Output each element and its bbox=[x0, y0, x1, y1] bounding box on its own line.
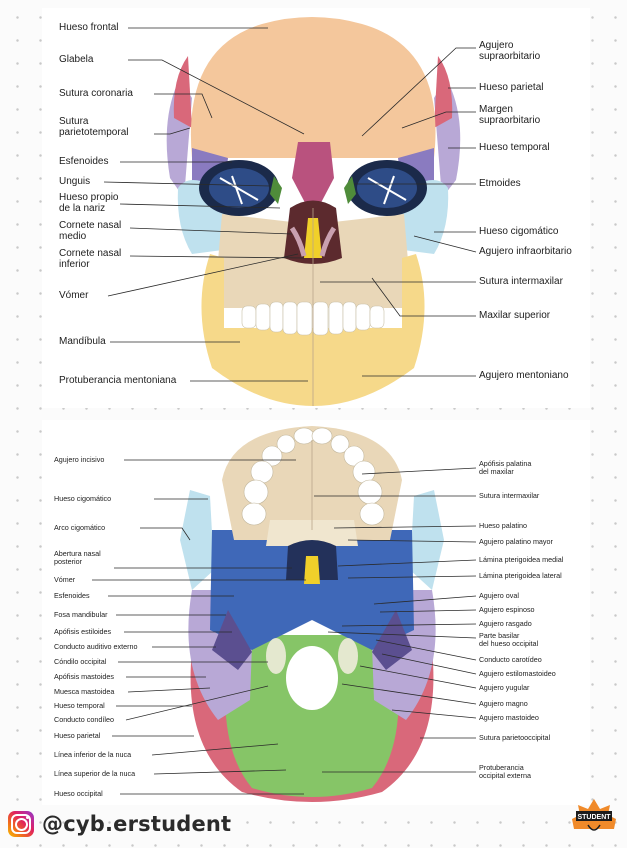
label-temporal-bone: Hueso temporal bbox=[479, 142, 550, 153]
label-intermaxillary-suture-inf: Sutura intermaxilar bbox=[479, 492, 539, 500]
label-mental-foramen: Agujero mentoniano bbox=[479, 370, 569, 381]
label-incisive-foramen: Agujero incisivo bbox=[54, 456, 104, 464]
label-mastoid-notch: Muesca mastoidea bbox=[54, 688, 114, 696]
label-occipital-bone: Hueso occipital bbox=[54, 790, 103, 798]
label-vomer: Vómer bbox=[59, 290, 88, 301]
label-jugular-foramen: Agujero yugular bbox=[479, 684, 529, 692]
label-zygomatic-bone: Hueso cigomático bbox=[479, 226, 558, 237]
label-occipital-condyle: Cóndilo occipital bbox=[54, 658, 106, 666]
label-external-acoustic-meatus: Conducto auditivo externo bbox=[54, 643, 138, 651]
label-frontal-bone: Hueso frontal bbox=[59, 22, 118, 33]
label-medial-pterygoid-plate: Lámina pterigoidea medial bbox=[479, 556, 563, 564]
label-mastoid-process: Apófisis mastoides bbox=[54, 673, 114, 681]
label-supraorbital-foramen: Agujero supraorbitario bbox=[479, 40, 540, 62]
label-lacrimal: Unguis bbox=[59, 176, 90, 187]
footer-credit: @cyb.erstudent bbox=[8, 806, 231, 842]
label-zygomatic-bone-inf: Hueso cigomático bbox=[54, 495, 111, 503]
inferior-skull-panel: Agujero incisivo Hueso cigomático Arco c… bbox=[42, 420, 590, 805]
label-glabella: Glabela bbox=[59, 54, 93, 65]
label-mastoid-foramen: Agujero mastoideo bbox=[479, 714, 539, 722]
label-mandibular-fossa: Fosa mandibular bbox=[54, 611, 108, 619]
label-parietal-bone-inf: Hueso parietal bbox=[54, 732, 100, 740]
label-superior-nuchal-line: Línea superior de la nuca bbox=[54, 770, 135, 778]
label-external-occipital-protuberance: Protuberancia occipital externa bbox=[479, 764, 531, 780]
label-palatine-bone: Hueso palatino bbox=[479, 522, 527, 530]
anterior-skull-illustration bbox=[42, 8, 590, 408]
label-ethmoid: Etmoides bbox=[479, 178, 521, 189]
label-intermaxillary-suture: Sutura intermaxilar bbox=[479, 276, 563, 287]
instagram-handle[interactable]: @cyb.erstudent bbox=[42, 812, 231, 836]
label-nasal-bone: Hueso propio de la nariz bbox=[59, 192, 118, 214]
label-maxilla: Maxilar superior bbox=[479, 310, 550, 321]
label-styloid-process: Apófisis estiloides bbox=[54, 628, 111, 636]
label-greater-palatine-foramen: Agujero palatino mayor bbox=[479, 538, 553, 546]
label-sphenoid: Esfenoides bbox=[59, 156, 108, 167]
label-carotid-canal: Conducto carotídeo bbox=[479, 656, 542, 664]
label-condylar-canal: Conducto condíleo bbox=[54, 716, 114, 724]
label-middle-nasal-concha: Cornete nasal medio bbox=[59, 220, 121, 242]
label-basilar-part-occipital: Parte basilar del hueso occipital bbox=[479, 632, 538, 648]
brand-badge-icon: STUDENT bbox=[568, 789, 620, 843]
label-stylomastoid-foramen: Agujero estilomastoideo bbox=[479, 670, 556, 678]
badge-text: STUDENT bbox=[577, 814, 611, 821]
instagram-icon[interactable] bbox=[8, 811, 34, 837]
label-coronal-suture: Sutura coronaria bbox=[59, 88, 133, 99]
label-mandible: Mandíbula bbox=[59, 336, 106, 347]
label-supraorbital-margin: Margen supraorbitario bbox=[479, 104, 540, 126]
label-lateral-pterygoid-plate: Lámina pterigoidea lateral bbox=[479, 572, 562, 580]
label-foramen-spinosum: Agujero espinoso bbox=[479, 606, 535, 614]
label-mental-protuberance: Protuberancia mentoniana bbox=[59, 375, 176, 386]
anterior-skull-panel: Hueso frontal Glabela Sutura coronaria S… bbox=[42, 8, 590, 408]
label-parietooccipital-suture: Sutura parietooccipital bbox=[479, 734, 550, 742]
label-zygomatic-arch: Arco cigomático bbox=[54, 524, 105, 532]
label-infraorbital-foramen: Agujero infraorbitario bbox=[479, 246, 572, 257]
label-vomer-inf: Vómer bbox=[54, 576, 75, 584]
label-temporal-bone-inf: Hueso temporal bbox=[54, 702, 105, 710]
label-foramen-magnum: Agujero magno bbox=[479, 700, 528, 708]
label-parietal-bone: Hueso parietal bbox=[479, 82, 543, 93]
label-foramen-ovale: Agujero oval bbox=[479, 592, 519, 600]
label-inferior-nasal-concha: Cornete nasal inferior bbox=[59, 248, 121, 270]
label-sphenoid-inf: Esfenoides bbox=[54, 592, 90, 600]
label-palatine-process-maxilla: Apófisis palatina del maxilar bbox=[479, 460, 531, 476]
label-foramen-lacerum: Agujero rasgado bbox=[479, 620, 532, 628]
label-inferior-nuchal-line: Línea inferior de la nuca bbox=[54, 751, 131, 759]
label-parietotemporal-suture: Sutura parietotemporal bbox=[59, 116, 128, 138]
label-posterior-nasal-aperture: Abertura nasal posterior bbox=[54, 550, 101, 566]
